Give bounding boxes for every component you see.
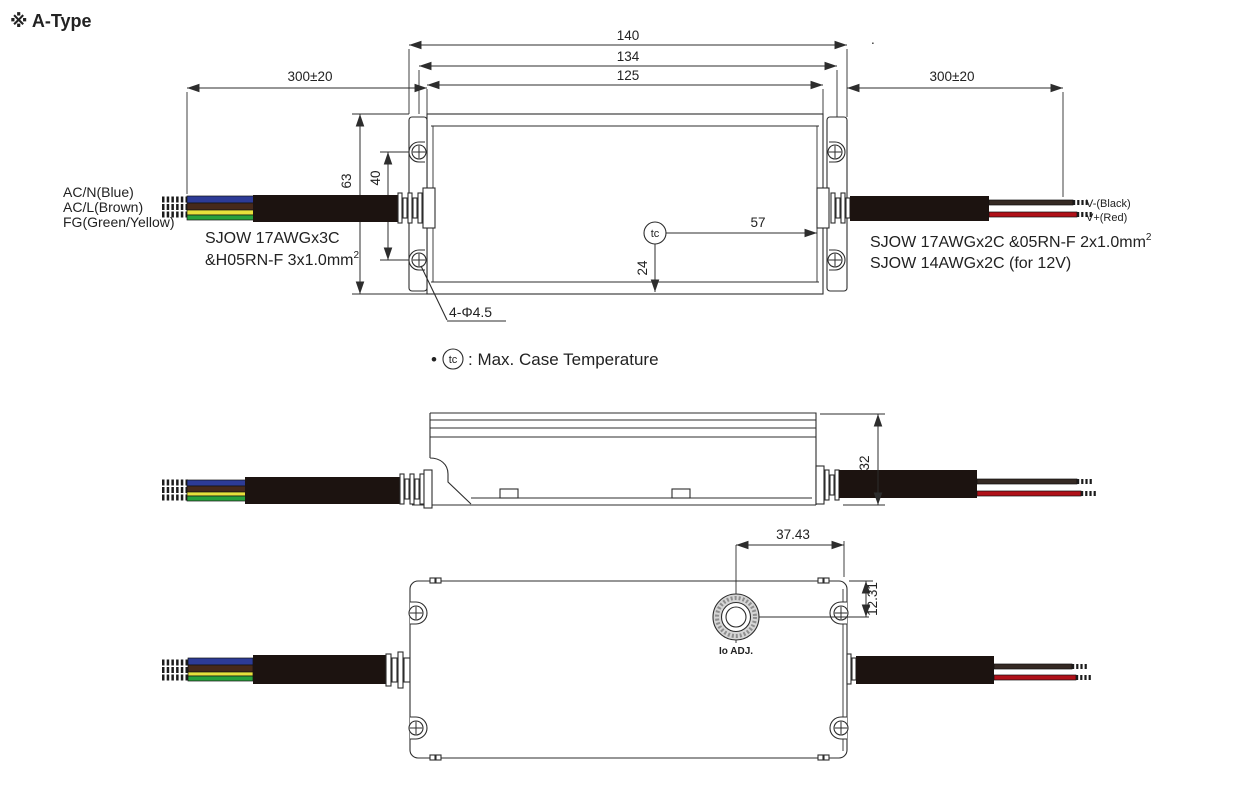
bottom-input-cable bbox=[253, 655, 386, 684]
side-wire-v-minus bbox=[976, 478, 1078, 485]
dim-pot-to-edge: 37.43 bbox=[776, 527, 810, 542]
dim-overall-length: 140 bbox=[617, 28, 640, 43]
note-bullet: • bbox=[431, 350, 437, 369]
top-view: 140 134 125 300±20 300±20 63 40 bbox=[63, 28, 1152, 322]
dim-pot-to-top: 12.31 bbox=[865, 582, 880, 616]
wire-ac-n-blue bbox=[186, 195, 256, 204]
bottom-input-gland bbox=[385, 651, 411, 689]
case-inner-lines bbox=[431, 125, 819, 283]
bottom-output-cable bbox=[856, 656, 994, 684]
input-wire-label-fg: FG(Green/Yellow) bbox=[63, 214, 175, 230]
side-bottom-detail-1 bbox=[499, 488, 519, 499]
bottom-input-strands bbox=[162, 663, 188, 678]
output-cable-gland bbox=[816, 187, 851, 229]
input-strands bbox=[162, 200, 188, 215]
dim-tc-offset-y: 24 bbox=[635, 260, 650, 276]
stray-mark: . bbox=[871, 32, 875, 47]
dim-case-height: 32 bbox=[857, 455, 872, 470]
input-cable bbox=[253, 195, 400, 222]
dim-hole-pitch: 40 bbox=[368, 170, 383, 185]
bottom-case-outline bbox=[409, 580, 848, 759]
side-output-gland bbox=[815, 465, 840, 505]
wire-fg-yellow bbox=[186, 209, 256, 216]
tc-marker-label: tc bbox=[651, 228, 660, 240]
dim-body-length: 125 bbox=[617, 68, 640, 83]
input-wire-label-acn: AC/N(Blue) bbox=[63, 184, 134, 200]
output-cable bbox=[850, 196, 989, 221]
side-output-cable bbox=[839, 470, 977, 498]
bottom-view: Io ADJ. 37.43 12.31 bbox=[162, 527, 1091, 761]
note-text: : Max. Case Temperature bbox=[468, 350, 659, 369]
input-cable-gland bbox=[397, 187, 436, 229]
side-top-ridges bbox=[430, 419, 816, 438]
wire-fg-green bbox=[186, 214, 256, 221]
output-wire-label-vplus: V+(Red) bbox=[1086, 212, 1127, 224]
side-wire-v-plus bbox=[976, 490, 1082, 497]
input-cable-spec-line1: SJOW 17AWGx3C bbox=[205, 230, 340, 247]
dim-body-width: 63 bbox=[339, 173, 354, 188]
io-adjust-potentiometer[interactable] bbox=[712, 545, 869, 643]
extension-lines-left bbox=[352, 113, 427, 295]
bottom-wire-v-minus bbox=[993, 663, 1073, 670]
dim-mounting-length: 134 bbox=[617, 49, 640, 64]
dim-output-lead: 300±20 bbox=[930, 69, 975, 84]
pot-label: Io ADJ. bbox=[719, 646, 753, 657]
bottom-wire-v-plus bbox=[993, 674, 1077, 681]
page-title: ※ A-Type bbox=[10, 11, 92, 31]
side-input-wires bbox=[186, 479, 248, 502]
output-cable-spec-line2: SJOW 14AWGx2C (for 12V) bbox=[870, 255, 1071, 272]
side-input-gland bbox=[399, 469, 433, 509]
output-cable-spec-line1: SJOW 17AWGx2C &05RN-F 2x1.0mm2 bbox=[870, 232, 1152, 251]
input-wire-label-acl: AC/L(Brown) bbox=[63, 199, 143, 215]
wire-v-plus bbox=[988, 211, 1078, 218]
note-tc-circle bbox=[442, 348, 464, 370]
wire-v-minus bbox=[988, 199, 1074, 206]
dim-tc-offset-x: 57 bbox=[750, 215, 765, 230]
case-body bbox=[426, 113, 824, 295]
output-wire-label-vminus: V-(Black) bbox=[1086, 198, 1131, 210]
bottom-edge-ticks bbox=[429, 577, 830, 761]
dim-input-lead: 300±20 bbox=[288, 69, 333, 84]
side-input-strands bbox=[162, 483, 188, 498]
bottom-extension-lines bbox=[843, 541, 873, 582]
wire-ac-l-brown bbox=[186, 202, 256, 211]
hole-callout-leader bbox=[420, 265, 506, 322]
side-view: 32 bbox=[162, 412, 1096, 509]
input-cable-spec-line2: &H05RN-F 3x1.0mm2 bbox=[205, 250, 359, 269]
tc-note: • tc : Max. Case Temperature bbox=[431, 348, 659, 370]
bottom-output-gland bbox=[846, 653, 857, 685]
side-case-outline bbox=[412, 412, 817, 506]
bottom-input-wires bbox=[187, 657, 254, 682]
input-wires bbox=[186, 195, 256, 221]
side-bottom-detail-2 bbox=[671, 488, 691, 499]
note-tc-symbol: tc bbox=[449, 354, 458, 366]
hole-callout: 4-Φ4.5 bbox=[449, 304, 492, 320]
side-input-cable bbox=[245, 477, 402, 504]
